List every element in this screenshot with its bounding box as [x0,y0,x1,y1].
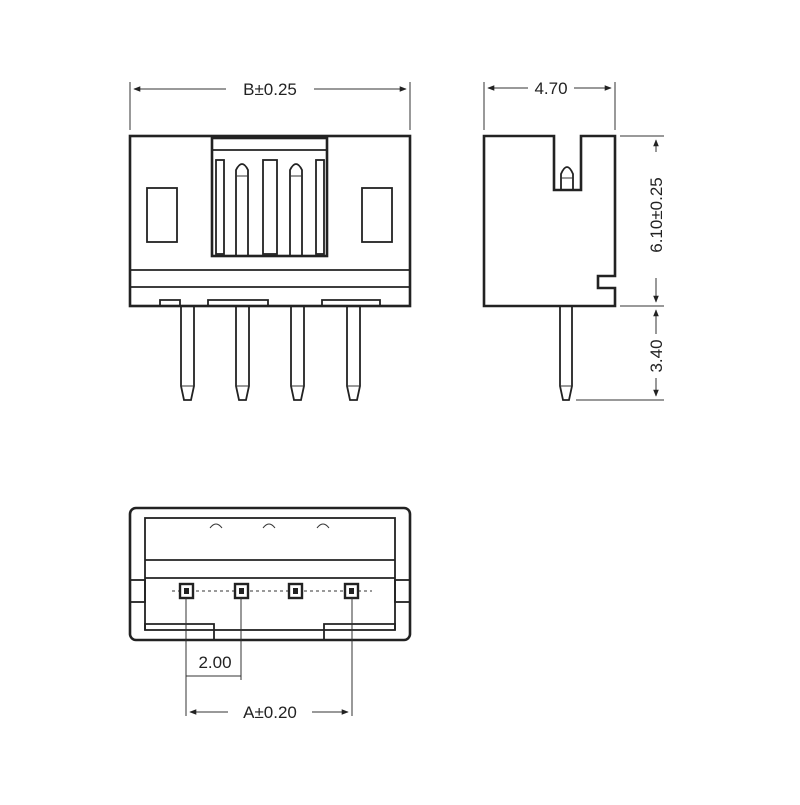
dimension-b-label: B±0.25 [243,80,297,99]
bottom-housing [128,506,412,642]
dimension-pitch-label: 2.00 [198,653,231,672]
bottom-view: 2.00 A±0.20 [128,506,412,722]
housing-body [128,134,412,308]
pin [346,306,361,401]
side-pin [559,306,573,401]
side-contact [560,166,574,190]
pin [180,306,195,401]
front-pins [180,306,361,401]
pin [290,306,305,401]
dimension-a: A±0.20 [189,598,353,722]
dimension-a-label: A±0.20 [243,703,297,722]
dimension-height: 6.10±0.25 [620,135,666,307]
side-view: 4.70 6.10±0.25 3.40 [482,79,666,401]
dimension-depth-label: 4.70 [534,79,567,98]
dimension-b: B±0.25 [129,80,411,130]
contact-post [289,163,303,256]
side-housing [482,134,617,308]
center-opening [210,136,329,258]
dimension-depth: 4.70 [483,79,616,130]
right-latch-window [361,187,393,243]
contact-post [235,163,249,256]
dimension-height-label: 6.10±0.25 [647,177,666,253]
dimension-pin-length: 3.40 [576,309,666,401]
pin [235,306,250,401]
front-view: B±0.25 [128,80,412,401]
dimension-pin-length-label: 3.40 [647,339,666,372]
left-latch-window [146,187,178,243]
dimension-pitch: 2.00 [185,598,242,716]
